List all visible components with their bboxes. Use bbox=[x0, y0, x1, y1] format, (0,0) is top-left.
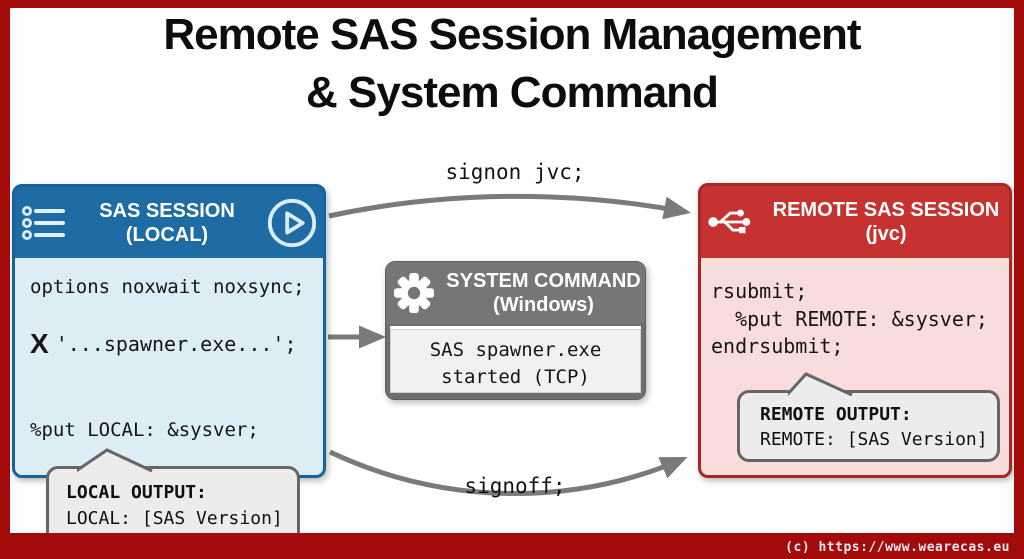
code-line-put-local: %put LOCAL: &sysver; bbox=[30, 419, 259, 441]
signon-label: signon jvc; bbox=[445, 160, 585, 184]
remote-output-title: REMOTE OUTPUT: bbox=[760, 404, 912, 425]
system-title-line1: SYSTEM COMMAND bbox=[446, 270, 641, 292]
local-title-line1: SAS SESSION bbox=[99, 199, 235, 222]
local-title-line2: (LOCAL) bbox=[125, 223, 209, 246]
system-command-header: SYSTEM COMMAND (Windows) bbox=[386, 262, 645, 324]
remote-output-callout: REMOTE OUTPUT: REMOTE: [SAS Version] bbox=[737, 372, 1000, 462]
code-line-rsubmit: rsubmit; bbox=[711, 279, 808, 303]
remote-session-code: rsubmit; %put REMOTE: &sysver; endrsubmi… bbox=[701, 258, 1009, 361]
local-session-title: SAS SESSION (LOCAL) bbox=[73, 199, 261, 247]
remote-title-line1: REMOTE SAS SESSION bbox=[772, 199, 1000, 221]
system-command-title: SYSTEM COMMAND (Windows) bbox=[442, 269, 645, 317]
local-session-header: SAS SESSION (LOCAL) bbox=[15, 187, 323, 258]
x-command-keyword: X bbox=[30, 328, 49, 359]
callout-notch bbox=[77, 448, 153, 472]
page-title: Remote SAS Session Management & System C… bbox=[0, 6, 1024, 122]
system-command-box: SYSTEM COMMAND (Windows) SAS spawner.exe… bbox=[385, 261, 646, 400]
system-body-line1: SAS spawner.exe bbox=[429, 339, 602, 361]
remote-session-title: REMOTE SAS SESSION (jvc) bbox=[763, 198, 1009, 246]
title-line-1: Remote SAS Session Management bbox=[163, 10, 861, 59]
code-line-put-remote: %put REMOTE: &sysver; bbox=[711, 306, 988, 331]
x-command-argument: '...spawner.exe...'; bbox=[55, 332, 297, 356]
copyright-watermark: (c) https://www.wearecas.eu bbox=[785, 540, 1010, 555]
local-output-value: LOCAL: [SAS Version] bbox=[66, 508, 283, 529]
signoff-label: signoff; bbox=[464, 474, 566, 498]
signon-arrow bbox=[328, 193, 691, 220]
play-circle-icon bbox=[261, 196, 323, 250]
local-session-code: options noxwait noxsync; X'...spawner.ex… bbox=[15, 258, 323, 443]
local-output-title: LOCAL OUTPUT: bbox=[66, 482, 207, 503]
system-body-line2: started (TCP) bbox=[441, 366, 590, 388]
local-session-box: SAS SESSION (LOCAL) options noxwait noxs… bbox=[12, 184, 326, 478]
bulleted-list-icon bbox=[15, 204, 73, 242]
remote-title-line2: (jvc) bbox=[865, 223, 907, 245]
callout-notch bbox=[788, 372, 853, 396]
remote-session-header: REMOTE SAS SESSION (jvc) bbox=[701, 186, 1009, 258]
title-line-2: & System Command bbox=[306, 68, 719, 117]
usb-branch-icon bbox=[701, 204, 763, 240]
code-line-endrsubmit: endrsubmit; bbox=[711, 334, 844, 358]
system-command-body: SAS spawner.exe started (TCP) bbox=[390, 326, 641, 393]
remote-output-value: REMOTE: [SAS Version] bbox=[760, 429, 988, 450]
code-line-x-command: X'...spawner.exe...'; bbox=[30, 326, 308, 362]
system-title-line2: (Windows) bbox=[493, 294, 594, 316]
signoff-arrow bbox=[328, 449, 688, 496]
gear-icon bbox=[386, 272, 442, 314]
local-output-callout: LOCAL OUTPUT: LOCAL: [SAS Version] bbox=[46, 448, 300, 548]
code-line-options: options noxwait noxsync; bbox=[30, 276, 305, 298]
